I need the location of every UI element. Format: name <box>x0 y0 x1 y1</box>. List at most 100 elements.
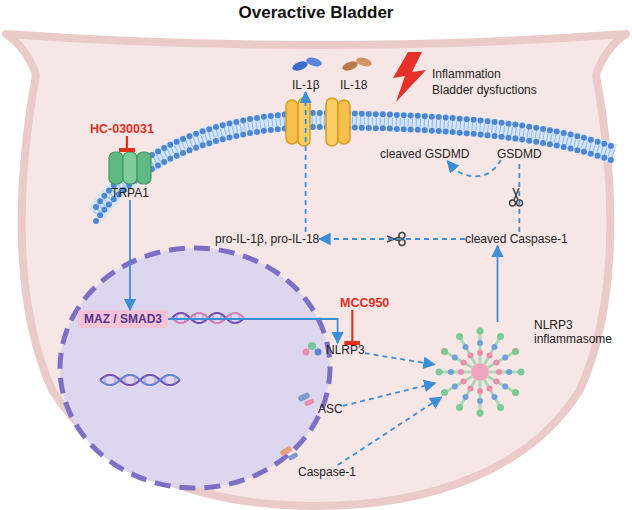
arrow-connector <box>305 92 307 232</box>
channel-subunit <box>123 152 137 184</box>
scissors-handle <box>399 240 405 246</box>
arrow-connector <box>365 353 435 364</box>
protein-domain <box>315 349 322 356</box>
protein-label: GSDMD <box>497 147 542 161</box>
inflammasome-bead <box>477 388 483 394</box>
asc-icon <box>297 392 315 407</box>
inhibitor-label: MCC950 <box>340 296 389 310</box>
node-label: NLRP3 inflammasome <box>534 318 618 346</box>
inflammasome-bead <box>502 355 508 361</box>
protein-label: cleaved GSDMD <box>380 147 469 161</box>
lightning-bolt <box>393 52 426 102</box>
cytokine-shape <box>355 56 373 68</box>
protein-label: NLRP3 <box>326 343 365 357</box>
inflammasome-bead <box>506 369 512 375</box>
inflammasome-bead <box>461 379 467 385</box>
inflammasome-bead <box>452 355 458 361</box>
inflammasome-bead <box>463 394 469 400</box>
inflammasome-bead <box>496 369 502 375</box>
inhibition-connector <box>351 310 353 343</box>
inflammasome-shape <box>430 322 530 422</box>
arrow-connector <box>338 397 442 465</box>
inflammasome-bead <box>493 379 499 385</box>
arrow-connector <box>343 383 436 406</box>
inflammasome-bead <box>436 369 443 376</box>
bladder-outline <box>6 34 626 506</box>
inflammasome-bead <box>477 410 484 417</box>
inflammasome-complex: NLRP3 inflammasome <box>430 322 530 422</box>
cell-nucleus <box>60 248 330 488</box>
dna-strand <box>172 313 244 323</box>
scissors-icon <box>510 188 523 206</box>
inflammasome-bead <box>477 340 483 346</box>
node-label: TRPA1 <box>100 186 160 200</box>
channel-subunit <box>137 152 151 184</box>
scissors-blade <box>513 188 519 200</box>
inflammasome-bead <box>512 389 519 396</box>
inflammasome-bead <box>497 333 504 340</box>
il1b-icon <box>291 56 323 72</box>
protein-domain <box>304 398 315 407</box>
arrow-connector <box>518 161 520 232</box>
gsdmd-pore <box>286 98 350 146</box>
cytokine-shape <box>341 60 359 73</box>
caspase-icon <box>279 445 299 461</box>
pore-subunit <box>286 100 298 144</box>
inhibitor-label: HC-030031 <box>90 122 154 136</box>
scissors-handle <box>510 200 516 206</box>
protein-label: cleaved Caspase-1 <box>465 232 568 246</box>
dna-helix <box>172 313 244 323</box>
node-label: GSDMD <box>497 147 542 161</box>
arrow-connector <box>497 246 499 322</box>
pore-subunit <box>326 98 338 146</box>
dna-rungs <box>177 314 239 322</box>
inflammasome-bead <box>458 369 464 375</box>
cytokine-shape <box>305 56 323 68</box>
protein-domain <box>303 349 310 356</box>
dna-strand <box>172 313 244 323</box>
inflammasome-bead <box>461 360 467 366</box>
node-label: MCC950 <box>340 296 389 310</box>
protein-domain <box>279 445 292 456</box>
inflammasome-bead <box>456 404 463 411</box>
inflammasome-bead <box>477 398 483 404</box>
node-label: HC-030031 <box>90 122 154 136</box>
pore-subunit <box>298 98 310 146</box>
arrow-connector <box>319 238 465 240</box>
inflammasome-bead <box>477 328 484 335</box>
inflammasome-bead <box>492 344 498 350</box>
nlrp3-icon <box>303 342 322 356</box>
node-label: Caspase-1 <box>298 465 356 479</box>
inflammasome-bead <box>518 369 525 376</box>
protein-domain <box>308 342 316 350</box>
dna-strand <box>100 375 180 385</box>
dna-rungs <box>105 376 175 384</box>
inflammasome-bead <box>477 350 483 356</box>
inflammasome-bead <box>487 353 493 359</box>
inflammasome-bead <box>452 384 458 390</box>
arrow-connector <box>129 200 131 310</box>
node-label: IL-18 <box>340 78 367 92</box>
transcription-factor-band: MAZ / SMAD3 <box>78 310 168 328</box>
arrow-connector <box>447 160 501 176</box>
cytokine-label: IL-18 <box>340 78 367 92</box>
scissors-blade <box>387 236 399 242</box>
inflammasome-bead <box>492 394 498 400</box>
dna-helix <box>100 375 180 385</box>
inflammasome-bead <box>512 348 519 355</box>
node-label: NLRP3 <box>326 343 365 357</box>
node-label: cleaved GSDMD <box>380 147 469 161</box>
inflammasome-bead <box>463 344 469 350</box>
arrow-connector <box>168 319 338 343</box>
cytokine-shape <box>291 60 309 73</box>
scissors-icon <box>387 233 405 246</box>
il18-icon <box>341 56 373 72</box>
pore-subunit <box>338 100 350 144</box>
inflammasome-core <box>471 363 489 381</box>
inhibition-connector <box>126 136 128 150</box>
effect-note: Inflammation Bladder dysfuctions <box>432 66 542 98</box>
protein-label: ASC <box>318 402 343 416</box>
inflammasome-bead <box>468 385 474 391</box>
